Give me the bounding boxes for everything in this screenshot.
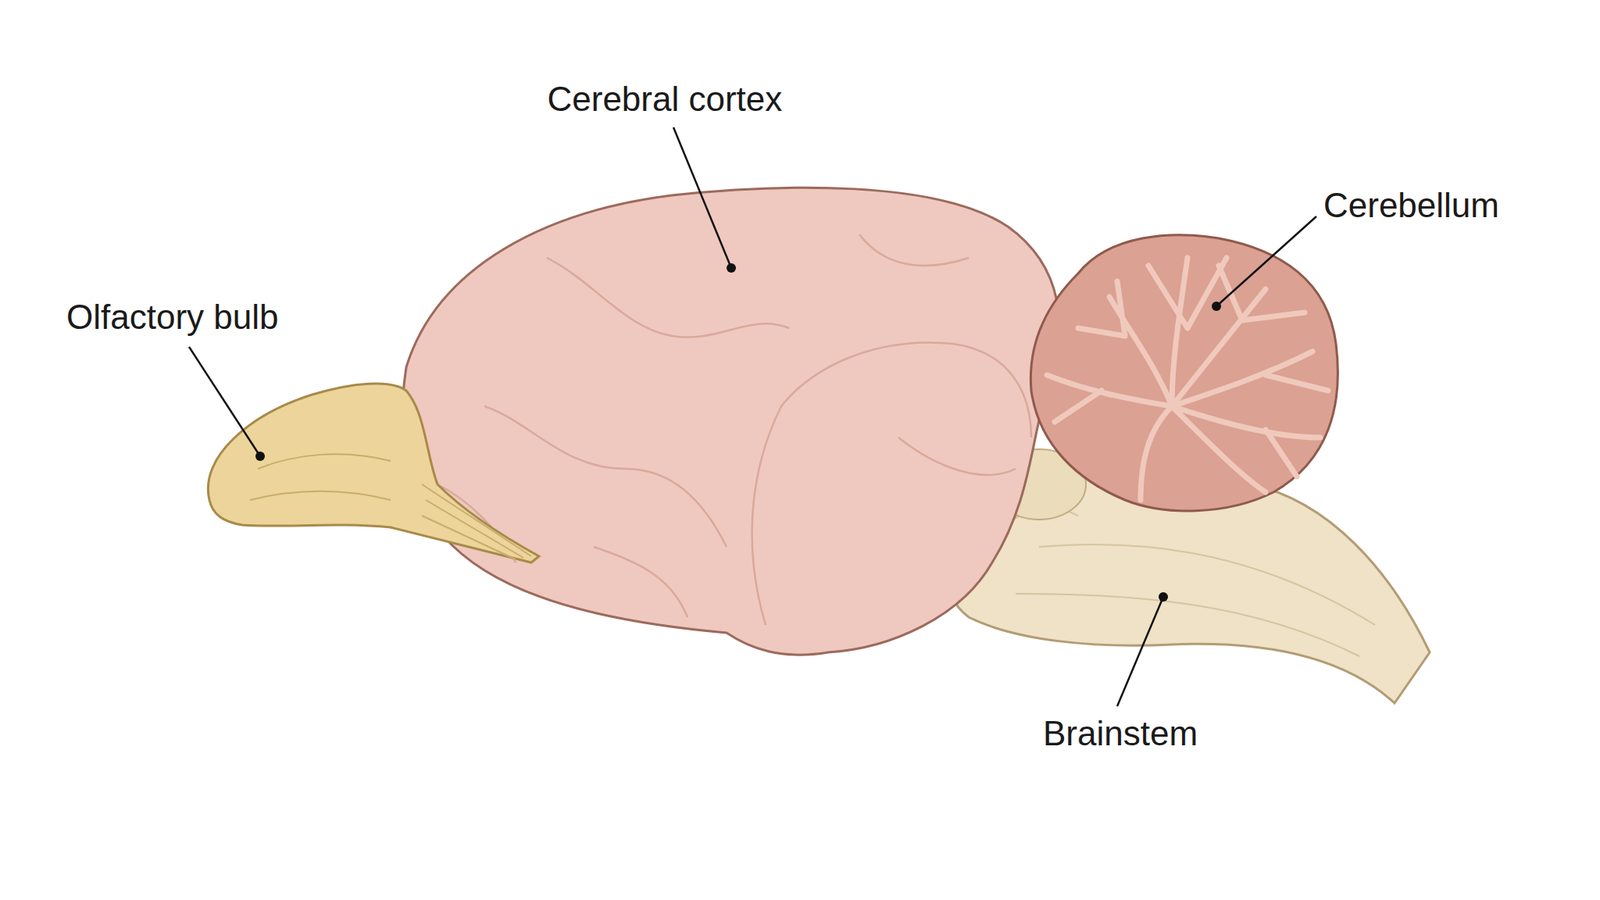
leader-dot: [255, 451, 265, 461]
leader-dot: [726, 263, 736, 273]
part-label: Olfactory bulb: [66, 296, 279, 338]
part-label: Brainstem: [1042, 713, 1198, 754]
olfactory-tract-fibers: [250, 453, 532, 560]
cerebellum-shape: [1030, 235, 1338, 511]
cortex-sulci: [437, 234, 1032, 625]
leader-dot: [1211, 301, 1222, 311]
leader-lines: [189, 127, 1317, 707]
leader-dot: [1158, 592, 1168, 602]
cortex-shape: [402, 187, 1060, 655]
leader-line: [1117, 596, 1164, 707]
leader-line: [189, 346, 261, 457]
brainstem-texture: [984, 507, 1375, 657]
arbor-vitae: [1046, 257, 1329, 500]
part-label: Cerebellum: [1323, 185, 1500, 226]
olfactory-bulb-shape: [207, 383, 540, 563]
leader-line: [673, 127, 732, 268]
part-label: Cerebral cortex: [547, 78, 783, 120]
leader-line: [1216, 216, 1317, 307]
